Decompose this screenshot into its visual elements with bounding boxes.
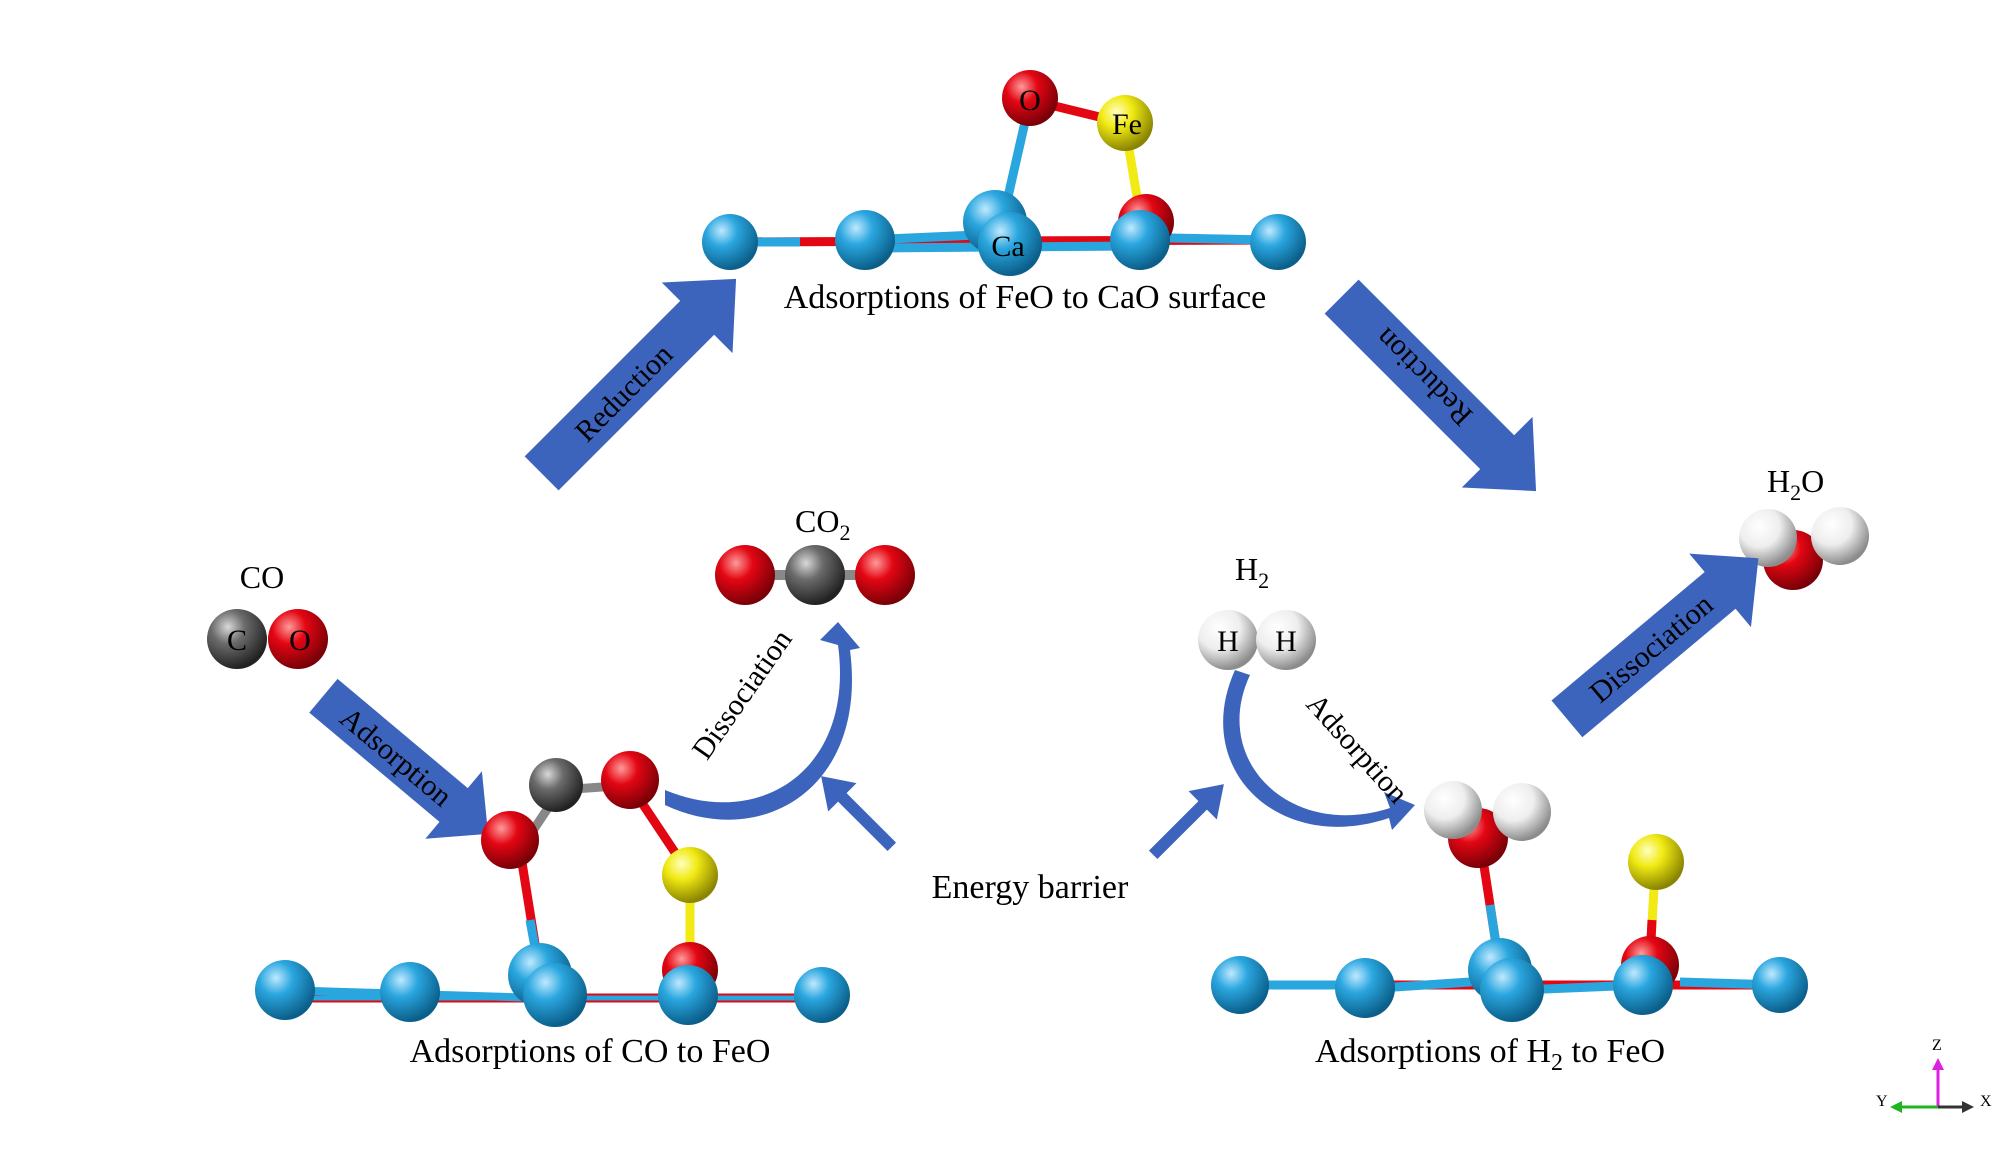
co-molecule: C O [207,609,328,669]
axis-z-label: Z [1932,1037,1942,1054]
ca-atom [1250,214,1306,270]
fe-atom [1097,95,1153,151]
svg-text:Dissociation: Dissociation [686,624,799,766]
h-atom [1256,610,1316,670]
ca-atom [1110,210,1170,270]
atom-label-fe: Fe [1112,108,1142,141]
o-atom [1002,70,1058,126]
c-atom [785,545,845,605]
o-atom [601,751,659,809]
right-caption: Adsorptions of H2 to FeO [1315,1033,1665,1076]
h2o-molecule [1739,507,1869,590]
svg-text:Reduction: Reduction [569,338,680,449]
h2o-label: H2O [1767,463,1824,505]
ca-atom [835,210,895,270]
reduction-arrow-left: Reduction [524,278,737,491]
adsorption-arrow-right: Adsorption [1223,670,1415,830]
h2-feo-structure [1211,781,1808,1022]
c-atom [529,758,583,812]
atom-label-ca: Ca [991,230,1024,263]
h-atom [1198,610,1258,670]
h-atom [1811,507,1869,565]
atom-label-h: H [1217,625,1239,658]
co-feo-structure [255,751,850,1027]
svg-text:Reduction: Reduction [1369,322,1480,433]
atom-label-o: O [1019,84,1041,117]
h-atom [1493,783,1551,841]
atom-label-h: H [1275,625,1297,658]
axis-y-label: Y [1876,1093,1888,1110]
ca-atom [1211,956,1269,1014]
svg-text:Adsorption: Adsorption [334,701,459,813]
co-label: CO [240,559,284,595]
atom-label-c: C [227,624,247,657]
o-atom [855,545,915,605]
o-atom [481,811,539,869]
h2-molecule: H H [1198,610,1316,670]
co2-molecule [715,545,915,605]
axis-triad: Z Y X [1876,1037,1992,1113]
ca-atom [658,965,718,1025]
c-atom [207,609,267,669]
ca-atom [978,212,1042,276]
ca-atom [702,214,758,270]
energy-barrier-label: Energy barrier [932,869,1129,906]
ca-atom [794,967,850,1023]
fe-atom [662,847,718,903]
fe-atom [1628,834,1684,890]
reduction-arrow-right: Reduction [1324,279,1537,492]
h-atom [1739,509,1797,567]
energy-barrier-arrow-right [1148,784,1224,860]
ca-atom [1752,957,1808,1013]
o-atom [268,609,328,669]
energy-barrier-arrow-left [821,776,897,852]
svg-text:Adsorption: Adsorption [1300,687,1415,809]
h-atom [1424,781,1482,839]
feo-cao-structure: O Fe Ca [702,70,1306,276]
ca-atom [380,962,440,1022]
atom-label-o: O [289,624,311,657]
ca-atom [523,963,587,1027]
axis-x-label: X [1980,1093,1992,1110]
svg-text:Dissociation: Dissociation [1583,588,1719,710]
ca-atom [1613,955,1673,1015]
ca-atom [255,960,315,1020]
top-caption: Adsorptions of FeO to CaO surface [784,279,1267,316]
ca-atom [1480,958,1544,1022]
o-atom [715,545,775,605]
ca-atom [1335,958,1395,1018]
co2-label: CO2 [795,503,850,545]
h2-label: H2 [1235,551,1269,593]
left-caption: Adsorptions of CO to FeO [410,1033,771,1070]
